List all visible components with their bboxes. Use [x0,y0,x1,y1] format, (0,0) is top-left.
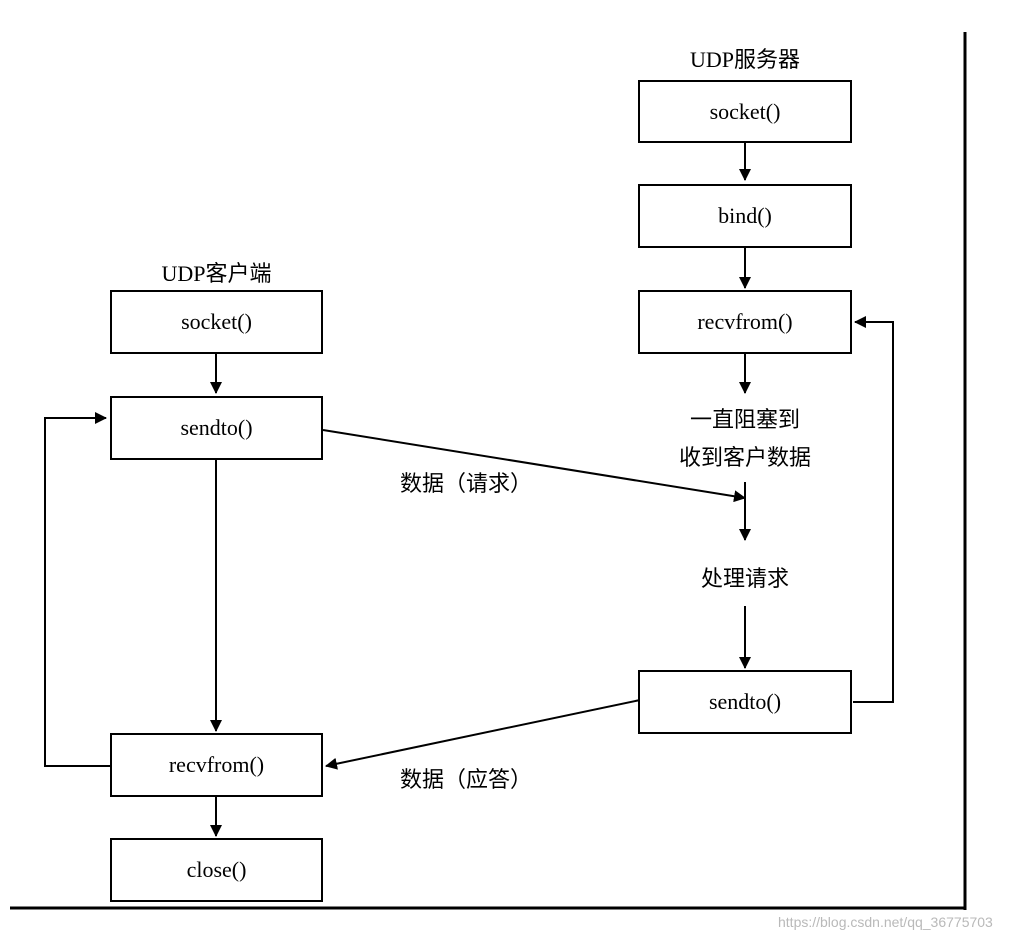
client-close-box: close() [110,838,323,902]
server-process-note: 处理请求 [700,566,789,591]
client-title: UDP客户端 [161,261,272,286]
client-recvfrom-label: recvfrom() [168,752,265,777]
server-bind-label: bind() [718,203,772,228]
client-sendto-label: sendto() [180,415,253,440]
client-recvfrom-box: recvfrom() [110,733,323,797]
server-recvfrom-box: recvfrom() [638,290,852,354]
server-recvfrom-label: recvfrom() [697,309,793,334]
server-bind-box: bind() [638,184,852,248]
reply-message-label: 数据（应答） [400,767,533,792]
server-sendto-box: sendto() [638,670,852,734]
arrow-request [322,429,746,503]
server-socket-box: socket() [638,80,852,143]
request-message-label: 数据（请求） [400,471,533,496]
client-sendto-box: sendto() [110,396,323,460]
server-block-note-line1: 一直阻塞到 [689,407,800,432]
client-socket-box: socket() [110,290,323,354]
watermark-text: https://blog.csdn.net/qq_36775703 [778,914,993,930]
server-title: UDP服务器 [689,47,800,72]
client-close-label: close() [186,857,247,882]
arrow-client-loop [44,412,110,767]
arrow-reply [325,699,641,770]
server-sendto-label: sendto() [708,689,782,714]
server-socket-label: socket() [709,98,781,124]
server-block-note-line2: 收到客户数据 [678,445,811,470]
client-socket-label: socket() [181,309,252,334]
arrow-server-loop [853,316,894,703]
